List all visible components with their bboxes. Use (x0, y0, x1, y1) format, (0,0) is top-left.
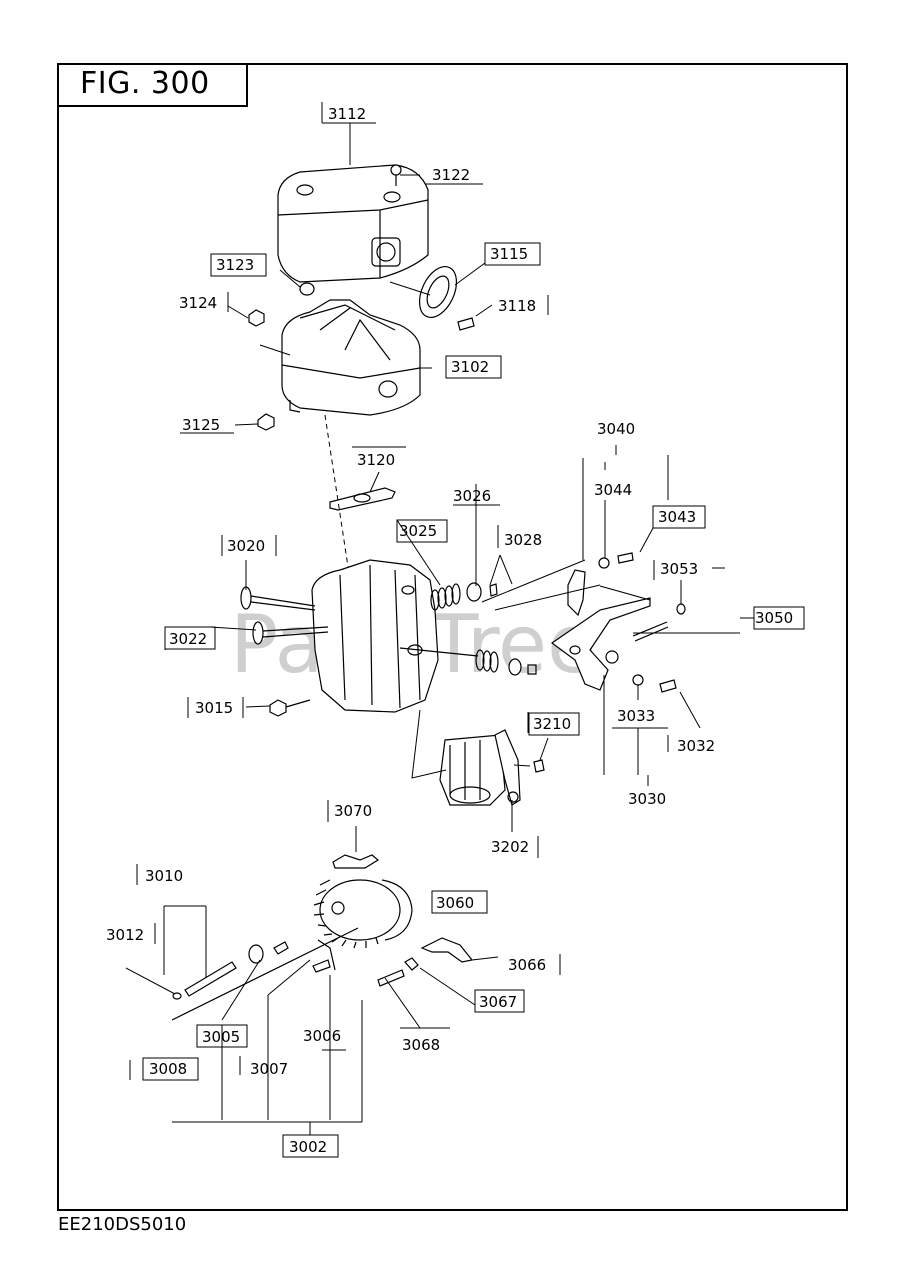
callout-3043: 3043 (658, 508, 696, 526)
valve-3020-part (240, 586, 316, 611)
throttle-link-3202-part (494, 729, 521, 806)
callout-3044: 3044 (594, 481, 632, 499)
gear-3060-part (313, 879, 413, 949)
crankshaft-axis-line (171, 927, 359, 1021)
callout-3210: 3210 (533, 715, 571, 733)
callout-3123: 3123 (216, 256, 254, 274)
bolt-3125-part (257, 413, 275, 431)
callout-3025: 3025 (399, 522, 437, 540)
callout-3032: 3032 (677, 737, 715, 755)
shaft-3010-part (184, 961, 237, 997)
rod-3050-part (632, 621, 669, 642)
callout-3066: 3066 (508, 956, 546, 974)
governor-bracket-3050-part (550, 597, 651, 691)
valve-axis-line (399, 647, 479, 657)
carburetor-assembly-line (411, 709, 447, 779)
callout-3102: 3102 (451, 358, 489, 376)
washer-3012-part (172, 992, 182, 1000)
callout-3022: 3022 (169, 630, 207, 648)
callout-3202: 3202 (491, 838, 529, 856)
callout-3060: 3060 (436, 894, 474, 912)
callout-3033: 3033 (617, 707, 655, 725)
callout-3053: 3053 (660, 560, 698, 578)
governor-arm-3066-part (420, 937, 474, 963)
screw-3043-part (617, 552, 634, 564)
muffler-cover-part (277, 164, 429, 283)
valve-3022-part (252, 621, 329, 645)
callout-3005: 3005 (202, 1028, 240, 1046)
link-rod-lines (481, 559, 601, 611)
callout-3026: 3026 (453, 487, 491, 505)
callout-3010: 3010 (145, 867, 183, 885)
valve-spring-3025-part (430, 583, 499, 673)
callout-3118: 3118 (498, 297, 536, 315)
screw-3122-part (390, 164, 402, 186)
washer-3026-part (466, 582, 522, 676)
screw-3032-part (659, 679, 677, 693)
callout-3115: 3115 (490, 245, 528, 263)
pin-3006-part (312, 959, 331, 973)
link-rod-line-2 (599, 585, 651, 601)
callout-3007: 3007 (250, 1060, 288, 1078)
callout-3006: 3006 (303, 1027, 341, 1045)
callout-3050: 3050 (755, 609, 793, 627)
lever-3040-part (567, 569, 586, 617)
leader-lines (125, 102, 754, 1135)
callout-3028: 3028 (504, 531, 542, 549)
washer-3033-part (632, 674, 644, 686)
governor-weight-3070-part (332, 854, 380, 869)
callout-3067: 3067 (479, 993, 517, 1011)
figure-title: FIG. 300 (80, 66, 210, 101)
nut-3123-part (299, 282, 315, 296)
callout-3124: 3124 (179, 294, 217, 312)
callout-3040: 3040 (597, 420, 635, 438)
drawing-code: EE210DS5010 (58, 1214, 187, 1235)
callout-3030: 3030 (628, 790, 666, 808)
pin-3005-part (248, 944, 264, 964)
nut-3053-part (676, 603, 686, 615)
callout-3020: 3020 (227, 537, 265, 555)
callout-3120: 3120 (357, 451, 395, 469)
bolt-3015-shank (285, 699, 311, 708)
nut-3044-part (598, 557, 610, 569)
muffler-3102-part (281, 299, 421, 416)
callout-3015: 3015 (195, 699, 233, 717)
callout-3008: 3008 (149, 1060, 187, 1078)
plate-3006-part (317, 939, 336, 971)
gasket-hole (353, 493, 371, 503)
drawing-frame (57, 63, 848, 1211)
cylinder-head-part (311, 559, 439, 713)
nut-3124-part (248, 309, 265, 327)
callout-3002: 3002 (289, 1138, 327, 1156)
callout-3012: 3012 (106, 926, 144, 944)
pin-3068-part (377, 969, 405, 987)
callout-3122: 3122 (432, 166, 470, 184)
gasket-3120-part (329, 487, 396, 511)
sleeve-3007-part (273, 941, 289, 955)
callout-3112: 3112 (328, 105, 366, 123)
callout-boxes (142, 242, 805, 1158)
callout-3068: 3068 (402, 1036, 440, 1054)
exhaust-alignment-line (324, 414, 351, 581)
carburetor-part (439, 734, 506, 806)
figure-title-box (57, 63, 248, 107)
keeper-3028-part (489, 583, 537, 675)
nut-3210-part (533, 759, 545, 773)
bolt-3015-part (269, 699, 287, 717)
gasket-3115-part (418, 266, 458, 318)
callout-3070: 3070 (334, 802, 372, 820)
collar-3067-part (404, 957, 419, 971)
screw-3118-part (457, 317, 475, 331)
callout-3125: 3125 (182, 416, 220, 434)
